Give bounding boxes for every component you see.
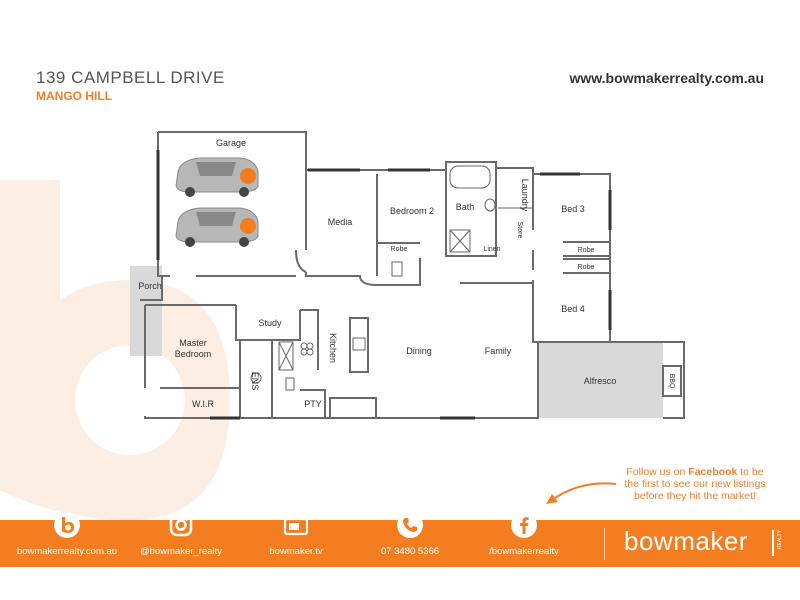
room-master-bedroom-line2: Bedroom: [175, 349, 212, 359]
room-bed-3: Bed 3: [561, 204, 585, 214]
room-dining: Dining: [406, 346, 432, 356]
b-logo-icon: [54, 512, 80, 538]
room-robe-bed4: Robe: [578, 264, 595, 271]
room-robe-bed3: Robe: [578, 247, 595, 254]
room-pantry: PTY: [304, 399, 322, 409]
footer-item-phone[interactable]: 07 3480 5366: [360, 512, 460, 567]
footer-item-instagram[interactable]: @bowmaker_realty: [124, 513, 238, 567]
car-icon: [175, 207, 259, 247]
arrow-icon: [546, 482, 617, 504]
room-media: Media: [328, 217, 353, 227]
footer-item-tv[interactable]: bowmaker.tv: [246, 513, 346, 567]
agency-website[interactable]: www.bowmakerrealty.com.au: [569, 70, 764, 86]
property-suburb: MANGO HILL: [36, 89, 112, 103]
instagram-icon: [169, 513, 193, 537]
room-bed-4: Bed 4: [561, 304, 585, 314]
room-bbq: BBQ: [668, 374, 675, 389]
room-kitchen: Kitchen: [328, 333, 338, 363]
phone-icon: [397, 512, 423, 538]
room-master-bedroom-line1: Master: [179, 338, 207, 348]
footer-divider: [604, 528, 605, 560]
tv-icon: [283, 513, 309, 536]
room-study: Study: [258, 318, 282, 328]
room-bath: Bath: [456, 202, 475, 212]
brand-logo-text: bowmaker: [624, 526, 748, 556]
facebook-promo-note: Follow us on Facebook to be the first to…: [624, 466, 766, 502]
room-store: Store: [516, 222, 523, 239]
room-wir: W.I.R: [192, 399, 214, 409]
brand-logo-subtext: REALTY: [777, 530, 783, 550]
room-ens: ENS: [250, 372, 260, 391]
room-porch: Porch: [138, 281, 162, 291]
room-family: Family: [485, 346, 512, 356]
room-robe-bed2: Robe: [391, 246, 408, 253]
car-icon: [175, 157, 259, 197]
alfresco-area: [537, 342, 663, 418]
footer-item-facebook[interactable]: /bowmakerrealty: [474, 512, 574, 567]
footer-item-website[interactable]: bowmakerrealty.com.au: [0, 512, 134, 567]
brand-logo-bar: [772, 530, 774, 556]
room-linen: Linen: [483, 246, 500, 253]
property-address: 139 CAMPBELL DRIVE: [36, 68, 225, 87]
room-garage: Garage: [216, 138, 246, 148]
room-laundry: Laundry: [520, 179, 530, 212]
footer-bar: bowmakerrealty.com.au @bowmaker_realty b…: [0, 512, 800, 567]
room-alfresco: Alfresco: [584, 376, 617, 386]
room-bedroom-2: Bedroom 2: [390, 206, 434, 216]
facebook-icon: [511, 512, 537, 538]
facebook-word: Facebook: [688, 466, 738, 478]
